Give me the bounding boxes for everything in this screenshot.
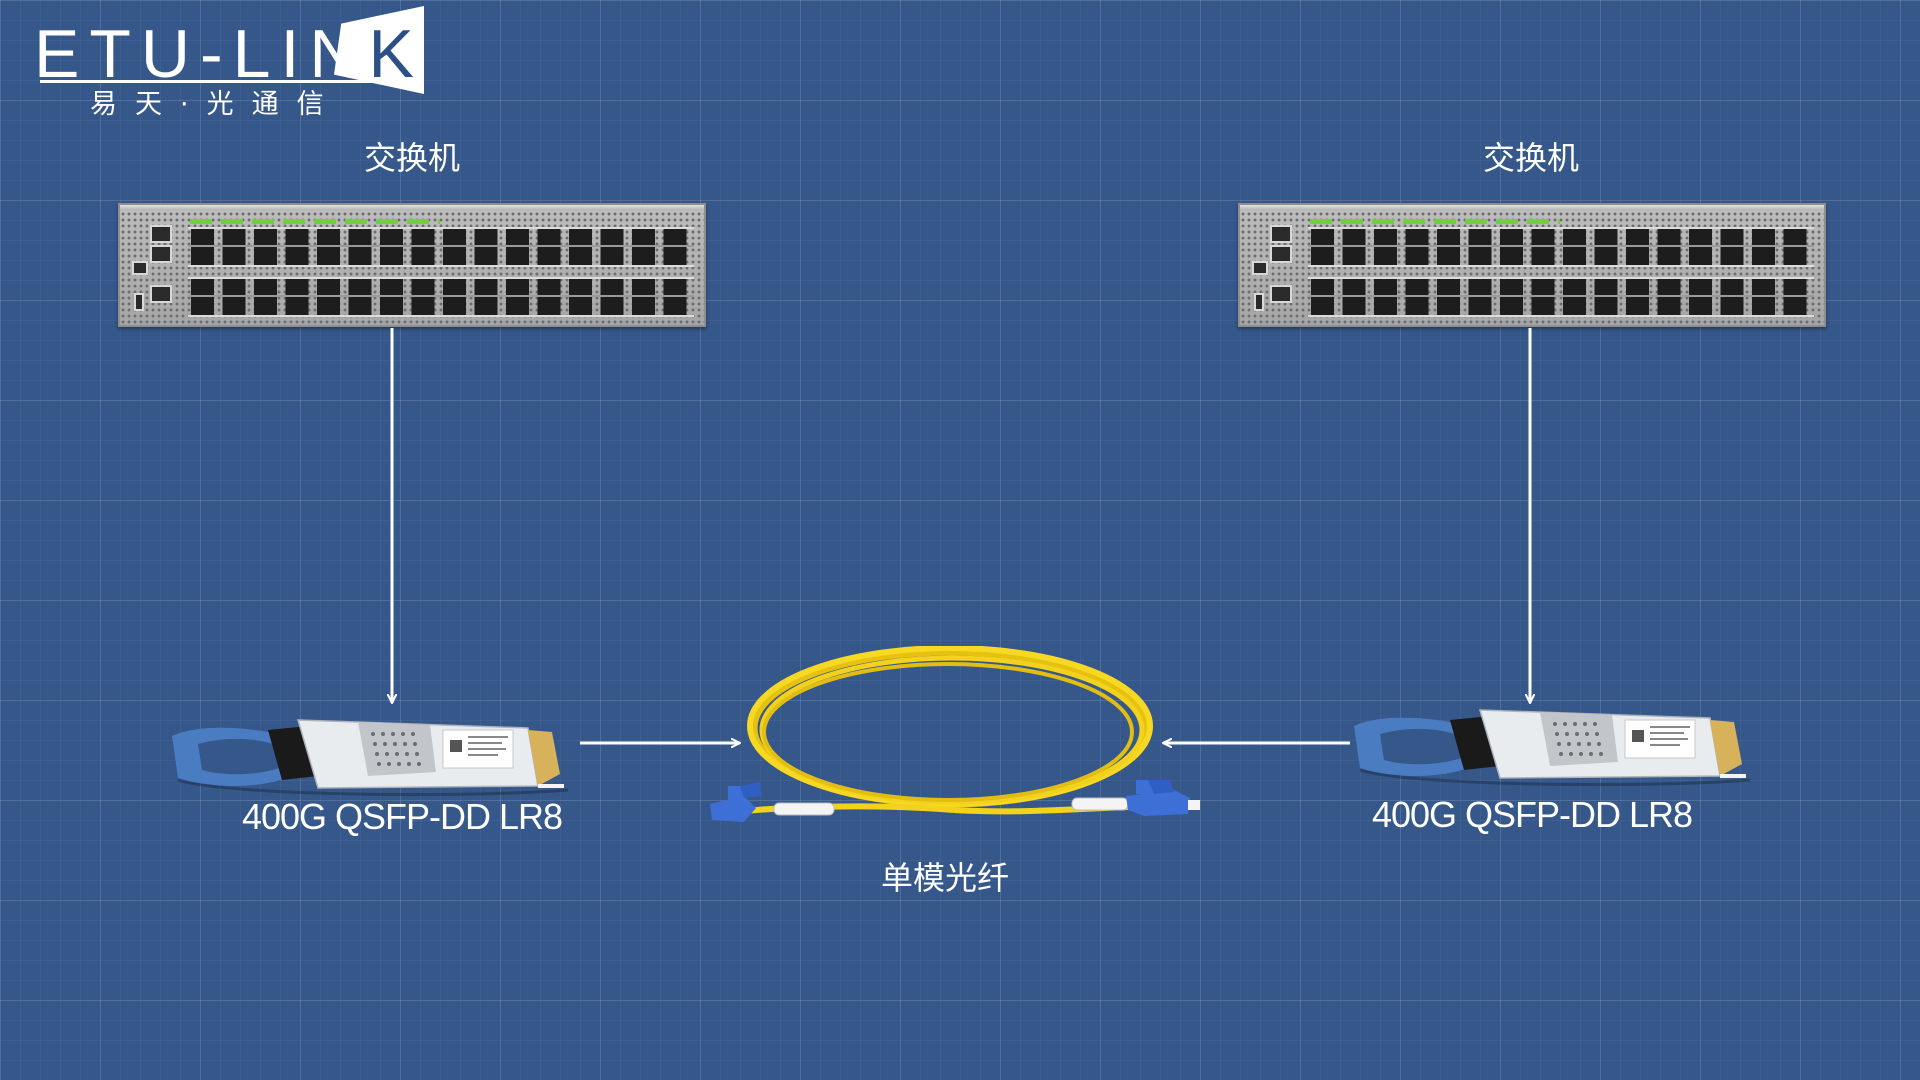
- right-switch: [1238, 203, 1826, 327]
- port-status-leds: [1310, 219, 1560, 224]
- management-ports: [128, 221, 174, 315]
- right-switch-label: 交换机: [1482, 139, 1579, 177]
- switch-port-row-lower: [188, 277, 694, 317]
- left-switch: [118, 203, 706, 327]
- switch-top-strip: [120, 205, 704, 210]
- switch-port-row-upper: [1308, 227, 1814, 267]
- logo-wordmark: ETU-LINK: [34, 14, 424, 94]
- logo-wordmark-main: ETU-LIN: [34, 16, 369, 92]
- port-status-leds: [190, 219, 440, 224]
- switch-top-strip: [1240, 205, 1824, 210]
- logo-underline: [40, 80, 400, 83]
- left-module-label: 400G QSFP-DD LR8: [241, 796, 563, 837]
- management-ports: [1248, 221, 1294, 315]
- switch-port-row-lower: [1308, 277, 1814, 317]
- logo-wordmark-last: K: [368, 16, 424, 92]
- left-switch-label: 交换机: [363, 139, 460, 177]
- brand-logo: ETU-LINK 易天·光通信: [34, 0, 424, 130]
- logo-subtitle: 易天·光通信: [90, 89, 342, 120]
- switch-port-row-upper: [188, 227, 694, 267]
- right-module-label: 400G QSFP-DD LR8: [1371, 794, 1693, 835]
- left-qsfp-dd-module-icon: [172, 719, 569, 797]
- single-mode-fiber-cable-icon: [710, 646, 1200, 822]
- right-qsfp-dd-module-icon: [1354, 709, 1751, 787]
- fiber-label: 单模光纤: [880, 859, 1009, 897]
